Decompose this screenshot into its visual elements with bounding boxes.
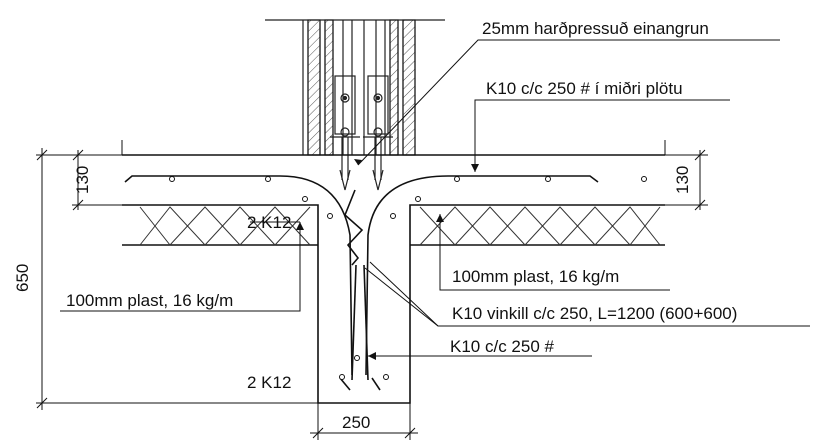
label-bars-bottom: 2 K12 bbox=[247, 373, 292, 392]
label-plastic-left: 100mm plast, 16 kg/m bbox=[66, 291, 234, 310]
slab-beam-outline bbox=[122, 154, 665, 404]
leader-lines bbox=[60, 39, 810, 357]
dimension-lines bbox=[36, 148, 708, 440]
rebar-dots bbox=[169, 176, 647, 380]
dim-total-height: 650 bbox=[13, 263, 32, 292]
label-insulation-25: 25mm harðpressuð einangrun bbox=[482, 19, 709, 38]
dim-slab-right: 130 bbox=[673, 165, 692, 194]
wall-above bbox=[265, 19, 445, 191]
dim-slab-left: 130 bbox=[73, 165, 92, 194]
leader-arrows bbox=[296, 159, 479, 360]
label-angle-bars: K10 vinkill c/c 250, L=1200 (600+600) bbox=[452, 304, 738, 323]
label-rebar-slab-mid: K10 c/c 250 # í miðri plötu bbox=[486, 79, 683, 98]
label-bars-top: 2 K12 bbox=[247, 213, 292, 232]
rebar bbox=[124, 175, 599, 391]
label-rebar-wall: K10 c/c 250 # bbox=[450, 337, 554, 356]
plastic-insulation bbox=[139, 206, 661, 246]
label-plastic-right: 100mm plast, 16 kg/m bbox=[452, 267, 620, 286]
wall-base-ticks bbox=[121, 140, 666, 155]
dim-beam-width: 250 bbox=[342, 413, 371, 432]
